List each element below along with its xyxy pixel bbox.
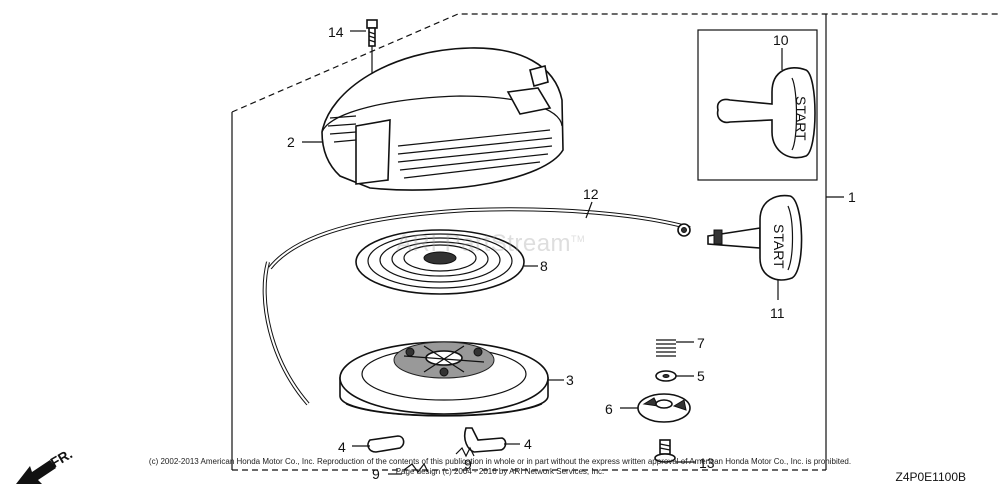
copyright-line-2: Page design (c) 2004 - 2016 by ARI Netwo… <box>395 467 605 476</box>
callout-6: 6 <box>605 401 613 417</box>
part-7-spring <box>656 339 694 357</box>
drawing-code: Z4P0E1100B <box>895 470 967 484</box>
copyright-line-1: (c) 2002-2013 American Honda Motor Co., … <box>148 457 852 466</box>
callout-12: 12 <box>583 186 599 202</box>
inset-box <box>697 29 818 181</box>
part-4-pawl-left <box>352 435 405 453</box>
part-12-rope <box>262 207 691 406</box>
assembly-frame <box>231 13 1000 471</box>
part-4-pawl-right <box>463 427 520 453</box>
part-10-handle: START <box>716 67 816 159</box>
callout-2: 2 <box>287 134 295 150</box>
callout-5: 5 <box>697 368 705 384</box>
part-1-handle: START <box>707 194 803 281</box>
part-13-bolt <box>654 439 696 463</box>
watermark-text: ARI PartStream <box>396 230 572 257</box>
callout-9-left: 9 <box>372 466 380 482</box>
handle-text-10: START <box>793 96 809 141</box>
part-5-washer <box>655 370 694 382</box>
part-2-starter-case <box>321 47 564 191</box>
part-6-ratchet <box>620 393 691 423</box>
watermark-tm: TM <box>571 234 586 244</box>
callout-numbers: 14 2 10 12 1 8 11 7 3 5 6 4 4 9 9 13 <box>287 24 856 482</box>
part-3-reel <box>339 341 549 417</box>
handle-text-1: START <box>771 224 787 269</box>
callout-4-left: 4 <box>338 439 346 455</box>
callout-11: 11 <box>770 305 785 321</box>
watermark: ARI PartStreamTM <box>396 230 585 258</box>
part-9-spring-left <box>388 462 429 475</box>
callout-3: 3 <box>566 372 574 388</box>
part-8-spring <box>355 229 525 295</box>
leader-lines <box>302 30 844 381</box>
callout-7: 7 <box>697 335 705 351</box>
callout-1: 1 <box>848 189 856 205</box>
callout-14: 14 <box>328 24 344 40</box>
callout-4-right: 4 <box>524 436 532 452</box>
case-vents <box>327 115 553 179</box>
part-9-spring-right <box>455 446 475 458</box>
callout-10: 10 <box>773 32 789 48</box>
callout-8: 8 <box>540 258 548 274</box>
callout-9-right: 9 <box>464 456 472 472</box>
callout-13: 13 <box>699 455 715 471</box>
